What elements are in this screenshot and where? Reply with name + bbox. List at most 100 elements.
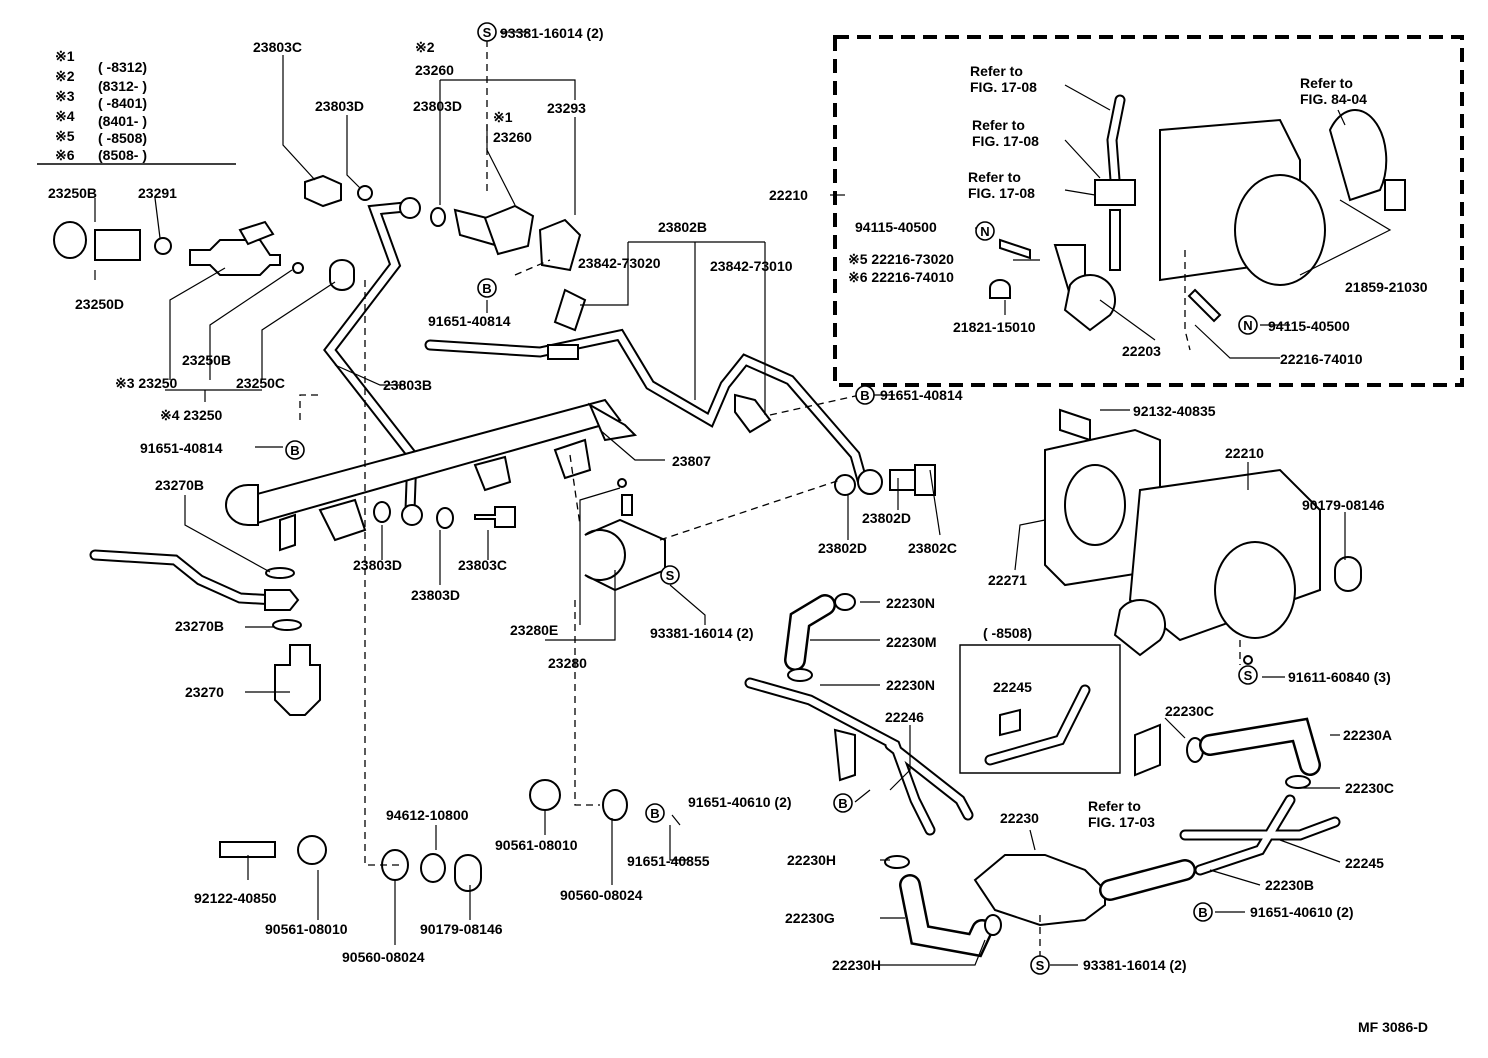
injector-connector xyxy=(238,220,275,246)
label-22246: 22246 xyxy=(885,709,924,725)
label-figure-code: MF 3086-D xyxy=(1358,1019,1428,1035)
s-symbol-bottom-letter: S xyxy=(1036,958,1045,973)
inset-8508 xyxy=(959,644,1121,774)
hose-end xyxy=(264,589,300,611)
b-symbol-d xyxy=(645,803,665,823)
label-22271: 22271 xyxy=(988,572,1027,588)
o-ring-23280E xyxy=(617,478,627,488)
legend-range-3: ( -8401) xyxy=(98,95,147,111)
label-22216-73020: ※5 22216-73020 xyxy=(848,251,954,267)
label-91651-40814-c: 91651-40814 xyxy=(880,387,963,403)
label-90561-a: 90561-08010 xyxy=(495,837,578,853)
clamp-23842-73020 xyxy=(553,288,587,332)
label-8508: ( -8508) xyxy=(983,625,1032,641)
reference-symbols: S B B B S B N N S B B S xyxy=(285,22,1258,975)
label-91651-40814-b: 91651-40814 xyxy=(140,440,223,456)
gasket-23270B-a xyxy=(265,567,295,579)
label-93381-mid: 93381-16014 (2) xyxy=(650,625,754,641)
gasket-23803D-a xyxy=(357,185,373,201)
label-23803D-c: 23803D xyxy=(353,557,402,573)
bolt-21821 xyxy=(989,279,1011,299)
bottom-fasteners xyxy=(219,779,628,892)
legend-mark-6: ※6 xyxy=(55,147,75,163)
tps-connector xyxy=(1384,179,1406,211)
label-90179-b: 90179-08146 xyxy=(1302,497,1385,513)
throttle-box-parts xyxy=(989,94,1406,332)
pressure-regulator xyxy=(584,518,666,592)
label-92132: 92132-40835 xyxy=(1133,403,1216,419)
s-symbol-mid xyxy=(660,565,680,585)
connection-lines xyxy=(299,40,1241,960)
label-23807: 23807 xyxy=(672,453,711,469)
label-22216-74010-a: ※6 22216-74010 xyxy=(848,269,954,285)
washer-90560-a xyxy=(602,789,628,821)
throttle-bore-b xyxy=(1214,541,1296,639)
pipe-fitting-top xyxy=(399,197,421,219)
screw-22216-74010 xyxy=(1187,288,1222,323)
label-91651-40610-b: 91651-40610 (2) xyxy=(1250,904,1354,920)
label-22230B: 22230B xyxy=(1265,877,1314,893)
spacer-90561-b xyxy=(296,835,328,865)
label-23802B: 23802B xyxy=(658,219,707,235)
cold-start-valve xyxy=(483,204,535,256)
label-ref2-a: Refer to xyxy=(972,117,1025,133)
label-22245-a: 22245 xyxy=(993,679,1032,695)
label-ref2-b: FIG. 17-08 xyxy=(972,133,1039,149)
legend-range-5: ( -8508) xyxy=(98,130,147,146)
label-22230N-b: 22230N xyxy=(886,677,935,693)
dashpot-22203 xyxy=(1063,274,1116,332)
label-23842-73010: 23842-73010 xyxy=(710,258,793,274)
throttle-position-sensor xyxy=(1328,109,1388,202)
label-23802D-b: 23802D xyxy=(818,540,867,556)
label-mark2: ※2 xyxy=(415,39,435,55)
label-22230C-a: 22230C xyxy=(1165,703,1214,719)
label-ref3-b: FIG. 17-08 xyxy=(968,185,1035,201)
label-21821: 21821-15010 xyxy=(953,319,1036,335)
legend-range-1: ( -8312) xyxy=(98,59,147,75)
label-94115-b: 94115-40500 xyxy=(1268,318,1350,334)
label-23250B-a: 23250B xyxy=(48,185,97,201)
s-symbol-mid-letter: S xyxy=(666,568,675,583)
label-90560-b: 90560-08024 xyxy=(342,949,425,965)
label-93381-bot: 93381-16014 (2) xyxy=(1083,957,1187,973)
leader-lines xyxy=(94,31,1392,966)
label-23260-b: 23260 xyxy=(493,129,532,145)
label-23842-73020: 23842-73020 xyxy=(578,255,661,271)
gasket-bore xyxy=(1064,464,1126,546)
s-symbol-top xyxy=(477,22,497,42)
gasket-23293 xyxy=(538,218,582,272)
label-94612: 94612-10800 xyxy=(386,807,469,823)
union-bolt-23803C xyxy=(304,174,342,208)
nut-90179-a xyxy=(454,854,482,892)
washer-23291 xyxy=(154,237,172,255)
label-23250D: 23250D xyxy=(75,296,124,312)
gasket-23803D-d xyxy=(436,507,454,529)
cushion-23250C xyxy=(329,259,355,291)
legend-mark-1: ※1 xyxy=(55,48,75,64)
delivery-pipe-mount-2 xyxy=(318,498,367,542)
clip-22230H-b xyxy=(984,914,1002,936)
label-22230H-a: 22230H xyxy=(787,852,836,868)
label-22230N-a: 22230N xyxy=(886,595,935,611)
label-91651-40814-a: 91651-40814 xyxy=(428,313,511,329)
temp-switch-group xyxy=(89,549,321,716)
delivery-pipe xyxy=(225,398,638,552)
o-ring-23250B xyxy=(53,221,87,259)
label-22230: 22230 xyxy=(1000,810,1039,826)
s-symbol-top-letter: S xyxy=(483,25,492,40)
legend-range-2: (8312- ) xyxy=(98,78,147,94)
b-symbol-a xyxy=(477,278,497,298)
b-symbol-d-letter: B xyxy=(650,806,659,821)
b-symbol-a-letter: B xyxy=(482,281,491,296)
legend-table: ※1 ( -8312) ※2 (8312- ) ※3 ( -8401) ※4 (… xyxy=(37,48,236,165)
label-22230G: 22230G xyxy=(785,910,835,926)
inset-box xyxy=(959,644,1121,774)
screw-91611 xyxy=(1243,655,1253,665)
n-symbol-a xyxy=(975,221,995,241)
union-23802D xyxy=(857,469,883,495)
b-symbol-e xyxy=(833,793,853,813)
label-23802D-a: 23802D xyxy=(862,510,911,526)
label-ref1-b: FIG. 17-08 xyxy=(970,79,1037,95)
union-bolt-23803C-b xyxy=(474,506,516,528)
bypass-bracket xyxy=(833,728,856,782)
